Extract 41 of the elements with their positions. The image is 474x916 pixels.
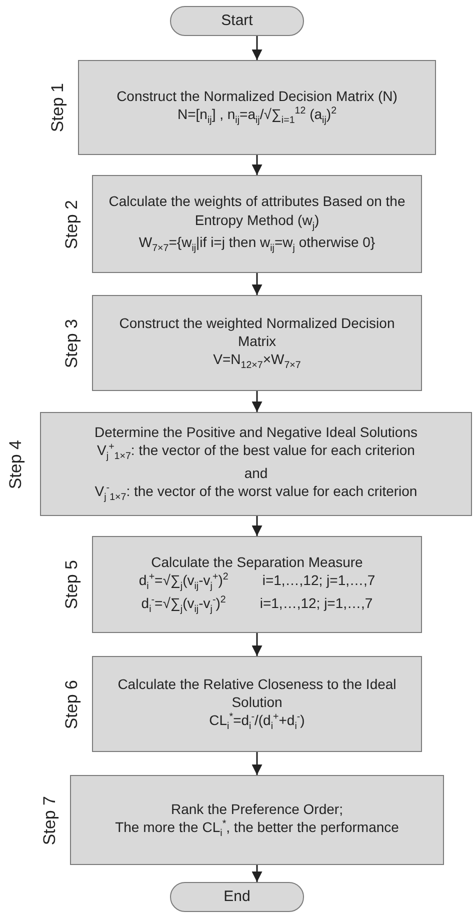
step-label: Step 5 (62, 560, 82, 610)
process-box (92, 536, 422, 633)
formula-text: d$_{i}$$^{+}$=√∑$_{j}$(v$_{ij}$-v$_{j}$$^{+}$)$^{2}$ (138, 571, 228, 594)
formula-text: d$_{i}$$^{-}$=√∑$_{j}$(v$_{ij}$-v$_{j}$$^{-}$)$^{2}$ (141, 594, 226, 616)
step-label: Step 1 (48, 83, 68, 132)
process-box (40, 412, 472, 516)
index-range-text: i=1,…,12; j=1,…,7 (260, 594, 373, 613)
arrow (252, 865, 262, 882)
process-box (92, 656, 422, 752)
step-text: CL$_{i}$$^{*}$=d$_{i}$$^{-}$/(d$_{i}$$^{+}$+d$_{i}$$^{-}$) (209, 710, 305, 734)
process-box (92, 295, 422, 391)
process-box (92, 175, 422, 273)
arrow (252, 516, 262, 536)
step-text: N=[n$_{ij}$] , n$_{ij}$=a$_{ij}$/√∑$_{i=1}$$^{12}$ (a$_{ij}$)$^{2}$ (177, 105, 337, 128)
process-box (78, 60, 436, 155)
step-text: The more the CL$_{i}$$^{*}$, the better the performance (115, 818, 399, 840)
step-heading: Determine the Positive and Negative Ideal Solutions (94, 423, 418, 442)
step-heading: Construct the weighted Normalized Decision Matrix (118, 314, 396, 350)
step-label: Step 6 (62, 680, 82, 729)
step-label: Step 2 (62, 200, 82, 249)
arrow (252, 155, 262, 175)
arrow (252, 36, 262, 60)
arrow (252, 633, 262, 656)
step-text: and (244, 464, 268, 482)
step-heading: Rank the Preference Order; (171, 800, 343, 818)
step-label: Step 3 (62, 318, 82, 368)
process-box (70, 775, 444, 865)
terminal-label: Start (221, 11, 253, 31)
step-heading: Construct the Normalized Decision Matrix (N) (116, 87, 398, 106)
arrow (252, 273, 262, 295)
index-range-text: i=1,…,12; j=1,…,7 (262, 571, 376, 590)
step-heading: Calculate the Separation Measure (151, 552, 363, 572)
arrow (252, 752, 262, 775)
step-text: V=N$_{12×7}$×W$_{7×7}$ (213, 350, 301, 372)
step-text: W$_{7×7}$={w$_{ij}$|if i=j then w$_{ij}$=w$_{j}$ otherwise 0} (138, 233, 376, 256)
terminal-label: End (224, 887, 250, 907)
step-heading: Calculate the Relative Closeness to the Ideal Solution (116, 674, 398, 711)
arrow (252, 391, 262, 412)
step-label: Step 7 (40, 796, 60, 845)
step-label: Step 4 (6, 440, 26, 489)
step-heading: Calculate the weights of attributes Based on the Entropy Method (w$_{j}$) (108, 192, 406, 234)
